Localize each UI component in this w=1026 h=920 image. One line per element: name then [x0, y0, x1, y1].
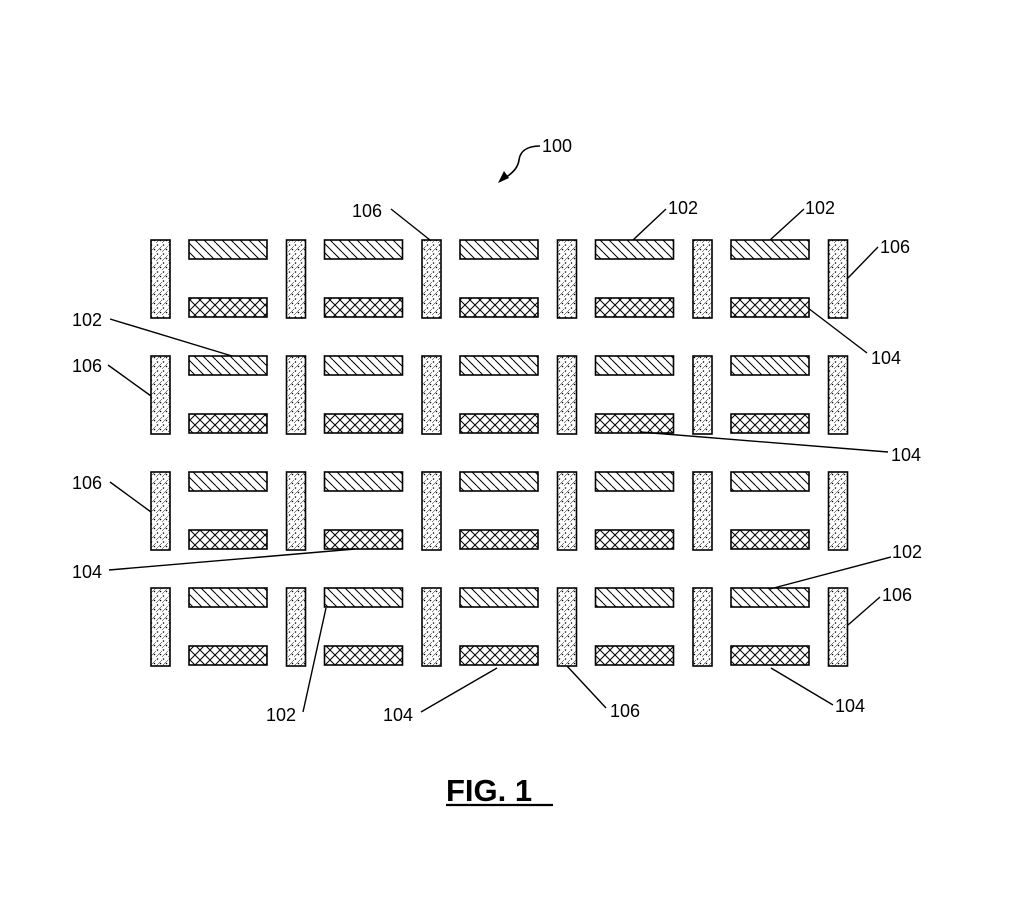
vertical-bar-106	[285, 471, 307, 551]
top-bar-102	[459, 587, 539, 608]
bottom-bar-104	[188, 529, 268, 550]
vertical-bar-106	[556, 239, 578, 319]
reference-100: 100	[498, 136, 572, 183]
vertical-bar-106	[692, 587, 713, 667]
vertical-bar-106	[150, 471, 171, 551]
bottom-bar-104	[594, 529, 675, 550]
vertical-bar-106	[556, 471, 578, 551]
label-106: 106	[882, 585, 912, 605]
bottom-bar-104	[459, 297, 539, 318]
figure-title: FIG. 1	[446, 773, 532, 808]
top-bar-102	[323, 587, 404, 608]
vertical-bar-106	[827, 355, 849, 435]
vertical-bar-106	[150, 239, 171, 319]
label-102: 102	[72, 310, 102, 330]
label-104: 104	[72, 562, 102, 582]
vertical-bar-106	[150, 355, 171, 435]
top-bar-102	[188, 587, 268, 608]
top-bar-102	[188, 239, 268, 260]
vertical-bar-106	[556, 355, 578, 435]
bottom-bar-104	[730, 529, 810, 550]
bottom-bar-104	[188, 297, 268, 318]
reference-100-label: 100	[542, 136, 572, 156]
top-bar-102	[594, 239, 675, 260]
cell-array	[150, 239, 849, 667]
vertical-bar-106	[150, 587, 171, 667]
vertical-bar-106	[827, 239, 849, 319]
label-106: 106	[352, 201, 382, 221]
bottom-bar-104	[730, 413, 810, 434]
vertical-bar-106	[285, 355, 307, 435]
top-bar-102	[730, 239, 810, 260]
vertical-bar-106	[556, 587, 578, 667]
vertical-bar-106	[285, 587, 307, 667]
label-106: 106	[880, 237, 910, 257]
top-bar-102	[459, 239, 539, 260]
leader-labels: 106 102 102 106 102 106 104 104 106 104 …	[72, 198, 922, 725]
bottom-bar-104	[323, 529, 404, 550]
vertical-bar-106	[421, 239, 442, 319]
bottom-bar-104	[459, 413, 539, 434]
top-bar-102	[188, 471, 268, 492]
label-104: 104	[383, 705, 413, 725]
top-bar-102	[459, 471, 539, 492]
bottom-bar-104	[323, 645, 404, 666]
label-102: 102	[668, 198, 698, 218]
figure-caption: FIG. 1	[446, 773, 553, 808]
top-bar-102	[188, 355, 268, 376]
vertical-bar-106	[421, 587, 442, 667]
bottom-bar-104	[730, 645, 810, 666]
vertical-bar-106	[285, 239, 307, 319]
vertical-bar-106	[421, 471, 442, 551]
top-bar-102	[459, 355, 539, 376]
label-106: 106	[72, 473, 102, 493]
vertical-bar-106	[827, 587, 849, 667]
top-bar-102	[594, 587, 675, 608]
leader-lines	[107, 208, 892, 713]
top-bar-102	[594, 471, 675, 492]
label-104: 104	[891, 445, 921, 465]
bottom-bar-104	[594, 413, 675, 434]
top-bar-102	[730, 355, 810, 376]
label-104: 104	[871, 348, 901, 368]
bottom-bar-104	[188, 645, 268, 666]
top-bar-102	[323, 471, 404, 492]
label-102: 102	[892, 542, 922, 562]
bottom-bar-104	[459, 645, 539, 666]
vertical-bar-106	[692, 355, 713, 435]
label-104: 104	[835, 696, 865, 716]
bottom-bar-104	[594, 645, 675, 666]
label-102: 102	[266, 705, 296, 725]
top-bar-102	[730, 587, 810, 608]
vertical-bar-106	[421, 355, 442, 435]
label-106: 106	[72, 356, 102, 376]
top-bar-102	[594, 355, 675, 376]
bottom-bar-104	[594, 297, 675, 318]
bottom-bar-104	[730, 297, 810, 318]
vertical-bar-106	[692, 239, 713, 319]
label-102: 102	[805, 198, 835, 218]
vertical-bar-106	[692, 471, 713, 551]
bottom-bar-104	[323, 413, 404, 434]
bottom-bar-104	[323, 297, 404, 318]
bottom-bar-104	[459, 529, 539, 550]
top-bar-102	[730, 471, 810, 492]
label-106: 106	[610, 701, 640, 721]
top-bar-102	[323, 355, 404, 376]
bottom-bar-104	[188, 413, 268, 434]
top-bar-102	[323, 239, 404, 260]
vertical-bar-106	[827, 471, 849, 551]
